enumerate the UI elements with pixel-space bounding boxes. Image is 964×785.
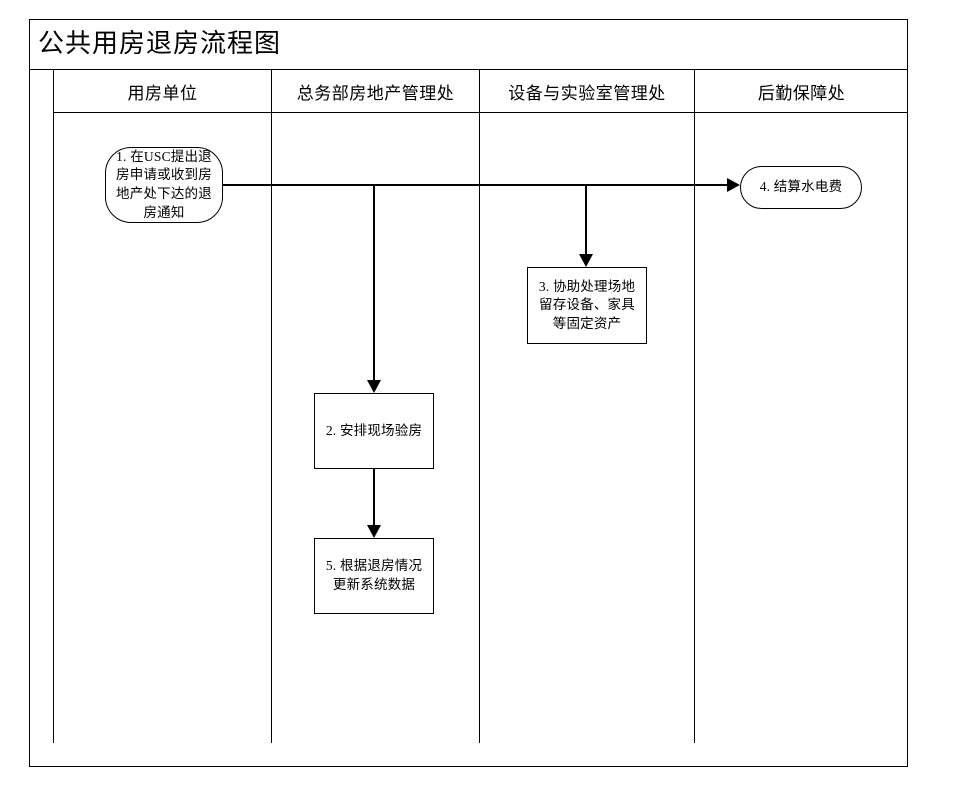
connector-node1-to-node4 [222, 184, 727, 186]
lane-realestate: 总务部房地产管理处 [272, 70, 480, 743]
lane-equipment-lab: 设备与实验室管理处 [480, 70, 695, 743]
lane-header-user-unit: 用房单位 [54, 70, 271, 113]
process-node-1[interactable]: 1. 在USC提出退房申请或收到房地产处下达的退房通知 [105, 147, 223, 223]
lane-header-logistics: 后勤保障处 [695, 70, 908, 113]
process-node-4[interactable]: 4. 结算水电费 [740, 166, 862, 209]
process-node-3-label: 3. 协助处理场地留存设备、家具等固定资产 [538, 278, 636, 331]
lane-gutter [29, 70, 54, 743]
process-node-5-label: 5. 根据退房情况更新系统数据 [325, 558, 423, 592]
process-node-1-label: 1. 在USC提出退房申请或收到房地产处下达的退房通知 [116, 148, 212, 220]
connector-node1-to-node3 [585, 184, 587, 254]
page-title: 公共用房退房流程图 [38, 28, 282, 58]
lane-header-realestate: 总务部房地产管理处 [272, 70, 479, 113]
process-node-5[interactable]: 5. 根据退房情况更新系统数据 [314, 538, 434, 614]
lane-user-unit: 用房单位 [54, 70, 272, 743]
connector-node2-to-node5 [373, 468, 375, 525]
arrowhead-into-node2 [367, 380, 381, 393]
lane-header-equipment-lab: 设备与实验室管理处 [480, 70, 694, 113]
diagram-title-band: 公共用房退房流程图 [29, 19, 908, 70]
arrowhead-into-node3 [579, 254, 593, 267]
process-node-3[interactable]: 3. 协助处理场地留存设备、家具等固定资产 [527, 267, 647, 344]
diagram-frame [29, 19, 908, 767]
process-node-2-label: 2. 安排现场验房 [325, 422, 423, 438]
arrowhead-into-node5 [367, 525, 381, 538]
lane-logistics: 后勤保障处 [695, 70, 908, 743]
connector-node1-to-node2 [373, 184, 375, 380]
arrowhead-into-node4 [727, 178, 740, 192]
process-node-2[interactable]: 2. 安排现场验房 [314, 393, 434, 469]
process-node-4-label: 4. 结算水电费 [759, 179, 843, 195]
